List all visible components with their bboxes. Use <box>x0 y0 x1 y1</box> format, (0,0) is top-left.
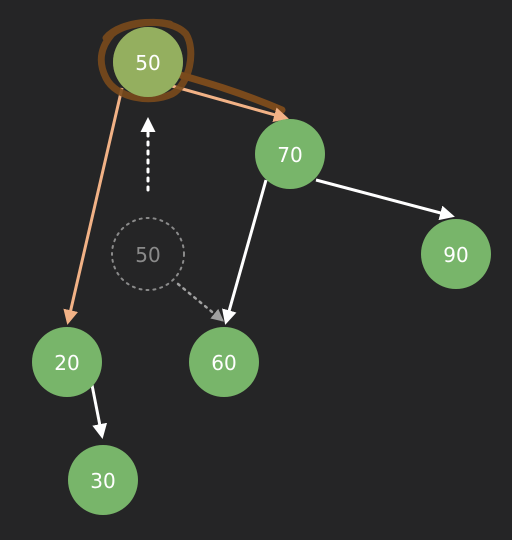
node-label: 60 <box>211 351 236 375</box>
node-50-root: 50 <box>97 18 195 103</box>
node-90: 90 <box>421 219 491 289</box>
edges <box>63 68 455 439</box>
edge-50-to-70 <box>171 84 289 122</box>
root-highlight-tint <box>113 27 183 97</box>
node-circle <box>421 219 491 289</box>
node-label: 70 <box>277 143 302 167</box>
node-circle <box>189 327 259 397</box>
node-70: 70 <box>255 119 325 189</box>
edge-20-to-30 <box>90 384 108 439</box>
node-circle <box>255 119 325 189</box>
node-label: 50 <box>135 51 160 75</box>
ghost-node-label: 50 <box>135 243 160 267</box>
root-scribble-highlight <box>97 18 195 103</box>
node-60: 60 <box>189 327 259 397</box>
node-label: 30 <box>90 469 115 493</box>
edge-70-to-60 <box>222 179 268 325</box>
edge-50-to-20 <box>63 87 124 325</box>
edge-ghost-to-60-dotted <box>176 282 224 322</box>
node-label: 90 <box>443 243 468 267</box>
node-circle <box>32 327 102 397</box>
node-20: 20 <box>32 327 102 397</box>
node-circle <box>113 27 183 97</box>
node-30: 30 <box>68 445 138 515</box>
ghost-node-outline <box>111 217 185 291</box>
edge-50-to-70-highlight <box>166 68 286 114</box>
edge-70-to-90 <box>315 178 455 221</box>
ghost-node-50: 50 <box>111 217 185 291</box>
node-circle <box>68 445 138 515</box>
node-label: 20 <box>54 351 79 375</box>
